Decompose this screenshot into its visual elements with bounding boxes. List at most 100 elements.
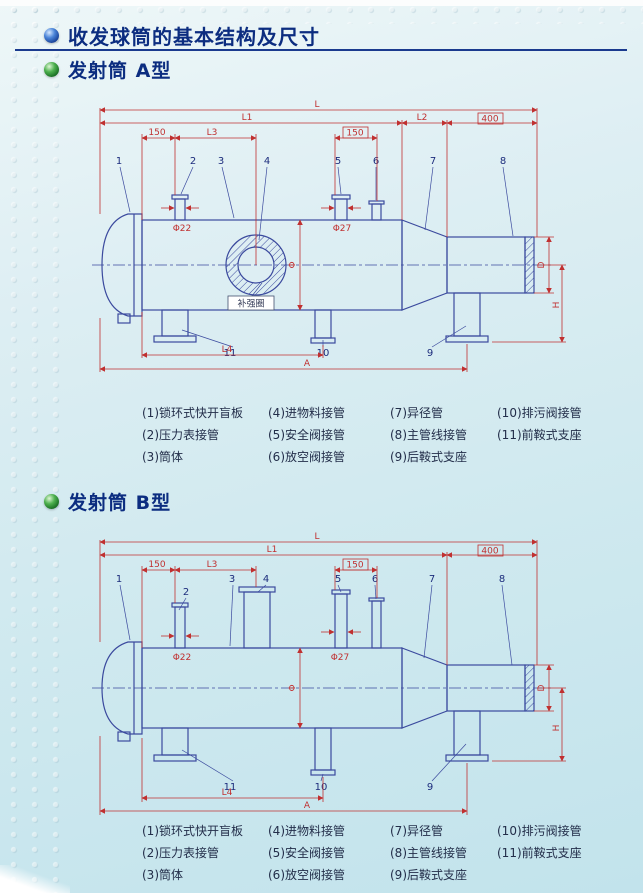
page-title-row: 收发球筒的基本结构及尺寸 <box>44 21 320 50</box>
legend-item: (10)排污阀接管 <box>497 406 582 420</box>
vessel-geometry <box>101 194 535 344</box>
legend-item: (3)筒体 <box>142 450 183 464</box>
callout-2: 2 <box>190 156 196 167</box>
reinforce-ring-label: 补强圈 <box>227 282 275 311</box>
callout-9: 9 <box>427 348 433 359</box>
legend-item: (4)进物料接管 <box>268 406 345 420</box>
callout-leaders <box>119 166 514 348</box>
drawing-launcher-type-a: 1 2 3 4 5 6 7 8 9 10 11 <box>92 100 566 372</box>
background-pattern-left <box>0 0 66 893</box>
dim-D: D <box>537 684 547 691</box>
legend-item: (4)进物料接管 <box>268 824 345 838</box>
dim-A: A <box>304 801 311 811</box>
dimension-labels: L L1 L2 400 150 L3 150 Φ22 Φ27 Φ D H L4 … <box>148 100 562 369</box>
dim-L1: L1 <box>242 113 253 123</box>
dim-150-right: 150 <box>346 561 363 571</box>
dim-150-left: 150 <box>148 128 165 138</box>
dim-D: D <box>537 261 547 268</box>
dim-L3: L3 <box>207 128 218 138</box>
legend-item: (9)后鞍式支座 <box>390 450 467 464</box>
dim-150-right: 150 <box>346 129 363 139</box>
legend-item: (5)安全阀接管 <box>268 428 345 442</box>
legend-col-1: (1)锁环式快开盲板 (2)压力表接管 (3)筒体 <box>142 824 268 883</box>
callout-4: 4 <box>263 574 269 585</box>
legend-col-3: (7)异径管 (8)主管线接管 (9)后鞍式支座 <box>390 824 497 883</box>
dim-L4: L4 <box>222 345 233 355</box>
legend-item: (7)异径管 <box>390 406 443 420</box>
legend-type-b: (1)锁环式快开盲板 (2)压力表接管 (3)筒体 (4)进物料接管 (5)安全… <box>142 824 627 883</box>
legend-item: (11)前鞍式支座 <box>497 846 582 860</box>
section-b-sphere-icon <box>44 494 59 509</box>
callout-11: 11 <box>224 782 237 793</box>
dim-H: H <box>552 302 562 309</box>
dim-400: 400 <box>481 547 498 557</box>
dim-phi27: Φ27 <box>331 653 350 663</box>
legend-item: (8)主管线接管 <box>390 428 467 442</box>
callout-9: 9 <box>427 782 433 793</box>
reinforce-ring-text: 补强圈 <box>237 298 264 310</box>
legend-col-3: (7)异径管 (8)主管线接管 (9)后鞍式支座 <box>390 406 497 465</box>
callout-6: 6 <box>373 156 379 167</box>
legend-col-2: (4)进物料接管 (5)安全阀接管 (6)放空阀接管 <box>268 824 390 883</box>
legend-item: (2)压力表接管 <box>142 428 219 442</box>
page-title: 收发球筒的基本结构及尺寸 <box>68 25 320 49</box>
callout-5: 5 <box>335 574 341 585</box>
dim-phi: Φ <box>288 261 298 268</box>
dim-400: 400 <box>481 115 498 125</box>
legend-item: (1)锁环式快开盲板 <box>142 824 243 838</box>
dim-A: A <box>304 359 311 369</box>
dim-L3: L3 <box>207 560 218 570</box>
callout-10: 10 <box>315 782 328 793</box>
callout-1: 1 <box>116 156 122 167</box>
callout-numbers: 1 2 3 4 5 6 7 8 9 10 11 <box>116 574 505 793</box>
callout-1: 1 <box>116 574 122 585</box>
callout-3: 3 <box>229 574 235 585</box>
dim-phi27: Φ27 <box>333 224 352 234</box>
section-b-title-row: 发射筒 B型 <box>44 488 171 515</box>
title-underline <box>15 49 627 51</box>
legend-item: (3)筒体 <box>142 868 183 882</box>
section-a-sphere-icon <box>44 62 59 77</box>
dim-L1: L1 <box>267 545 278 555</box>
dimension-labels: L L1 400 150 L3 150 Φ22 Φ27 Φ D H L4 A <box>148 532 562 811</box>
dim-phi22: Φ22 <box>173 224 192 234</box>
legend-item: (8)主管线接管 <box>390 846 467 860</box>
scan-edge-top <box>0 0 643 6</box>
section-b-title: 发射筒 B型 <box>68 492 172 514</box>
legend-col-4: (10)排污阀接管 (11)前鞍式支座 <box>497 406 627 465</box>
dimension-lines <box>99 107 566 372</box>
callout-8: 8 <box>500 156 506 167</box>
callout-5: 5 <box>335 156 341 167</box>
legend-item: (2)压力表接管 <box>142 846 219 860</box>
dim-L2: L2 <box>417 113 428 123</box>
title-sphere-icon <box>44 28 59 43</box>
callout-leaders <box>119 584 513 782</box>
legend-type-a: (1)锁环式快开盲板 (2)压力表接管 (3)筒体 (4)进物料接管 (5)安全… <box>142 406 627 465</box>
legend-item: (11)前鞍式支座 <box>497 428 582 442</box>
callout-3: 3 <box>218 156 224 167</box>
legend-item: (6)放空阀接管 <box>268 868 345 882</box>
callout-6: 6 <box>372 574 378 585</box>
legend-item: (1)锁环式快开盲板 <box>142 406 243 420</box>
legend-col-2: (4)进物料接管 (5)安全阀接管 (6)放空阀接管 <box>268 406 390 465</box>
dimension-lines <box>99 539 566 815</box>
dim-L: L <box>314 532 319 542</box>
callout-8: 8 <box>499 574 505 585</box>
drawing-launcher-type-b: 1 2 3 4 5 6 7 8 9 10 11 <box>92 532 566 815</box>
section-a-title-row: 发射筒 A型 <box>44 56 171 83</box>
legend-col-1: (1)锁环式快开盲板 (2)压力表接管 (3)筒体 <box>142 406 268 465</box>
scan-corner-bottom-left <box>0 865 70 893</box>
legend-item: (6)放空阀接管 <box>268 450 345 464</box>
callout-4: 4 <box>264 156 270 167</box>
callout-7: 7 <box>429 574 435 585</box>
callout-2: 2 <box>183 587 189 598</box>
dim-L: L <box>314 100 319 110</box>
dim-L4: L4 <box>222 788 233 798</box>
legend-item: (9)后鞍式支座 <box>390 868 467 882</box>
dim-150-left: 150 <box>148 560 165 570</box>
callout-7: 7 <box>430 156 436 167</box>
callout-numbers: 1 2 3 4 5 6 7 8 9 10 11 <box>116 156 506 359</box>
section-a-title: 发射筒 A型 <box>68 60 172 82</box>
legend-item: (10)排污阀接管 <box>497 824 582 838</box>
dim-phi22: Φ22 <box>173 653 192 663</box>
